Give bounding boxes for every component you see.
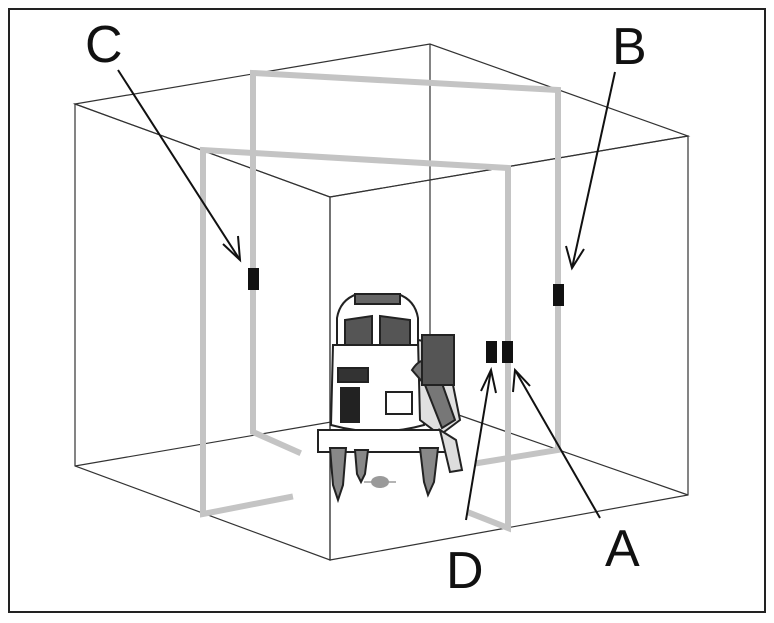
label-a: A [605,520,640,578]
marker-b [553,284,564,306]
laser-level-icon [317,293,464,504]
laser-lines [200,69,561,533]
arrow-c [117,69,241,261]
arrow-d-head [480,366,497,394]
arrow-c-head [222,235,242,263]
marker-d [486,341,497,363]
label-b: B [612,18,647,76]
label-d: D [446,542,484,600]
markers [248,268,564,363]
marker-a [502,341,513,363]
plumb-point [364,476,396,488]
label-c: C [85,16,123,74]
laser-line-vertical-b [250,69,561,467]
room-ceiling [72,43,691,198]
marker-c [248,268,259,290]
figure-frame [8,8,766,613]
leader-arrows [117,69,616,521]
laser-line-vertical-c [200,146,511,533]
arrow-b-head [565,245,585,271]
arrow-a [514,369,601,519]
arrow-b [571,71,616,269]
arrow-a-head [512,367,531,393]
arrow-d [465,369,492,521]
